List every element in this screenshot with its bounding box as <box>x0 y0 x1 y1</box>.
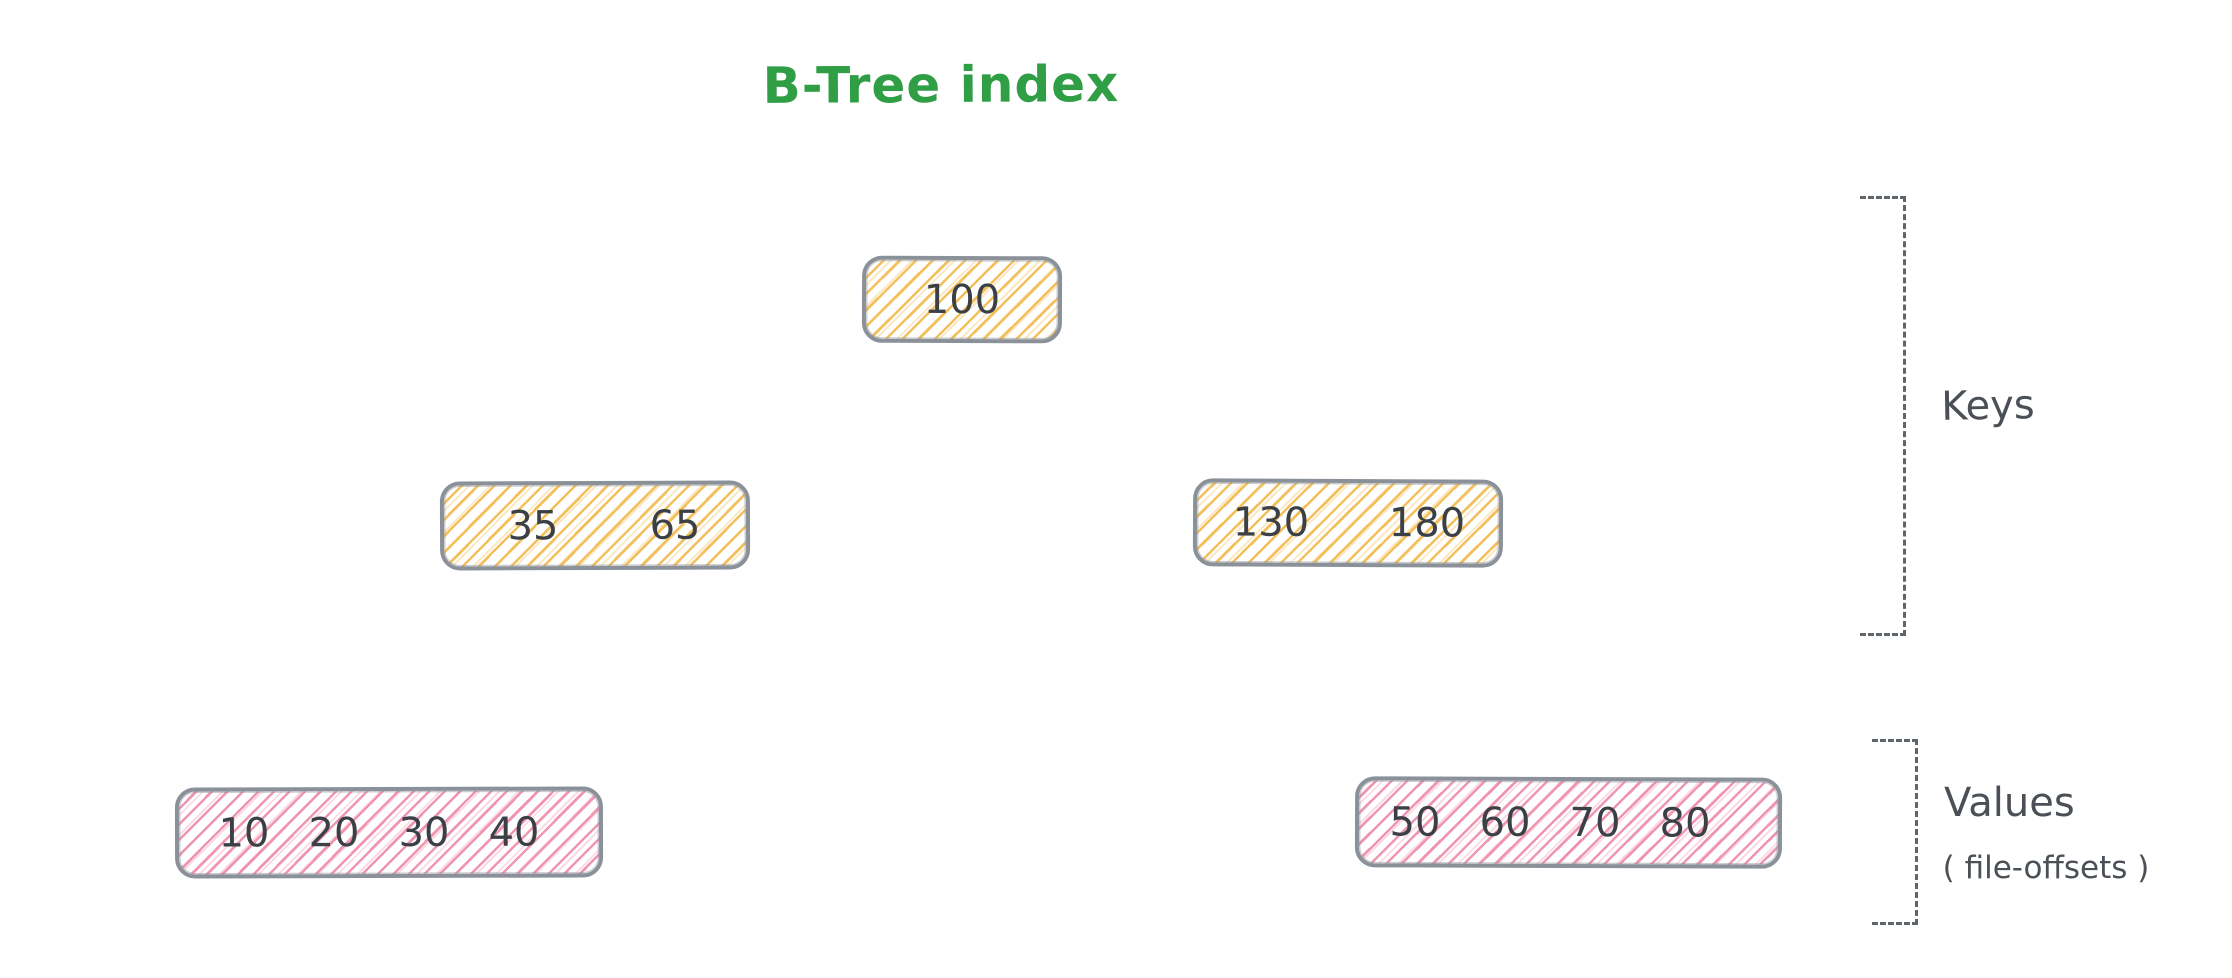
leaf-value: 20 <box>308 809 360 856</box>
btree-leaf-node-right: 50 60 70 80 <box>1354 776 1783 869</box>
keys-bracket <box>1860 196 1906 636</box>
key-value: 65 <box>649 502 701 549</box>
values-bracket <box>1872 739 1918 925</box>
leaf-value: 60 <box>1479 799 1531 846</box>
keys-label: Keys <box>1940 382 2036 430</box>
diagram-title: B-Tree index <box>762 55 1120 115</box>
values-label: Values <box>1944 780 2075 826</box>
leaf-value: 50 <box>1389 798 1441 846</box>
key-value: 130 <box>1232 499 1310 546</box>
leaf-value: 40 <box>488 809 540 856</box>
key-value: 35 <box>507 502 559 549</box>
btree-root-node: 100 <box>861 255 1063 344</box>
leaf-value: 10 <box>218 809 270 856</box>
btree-leaf-node-left: 10 20 30 40 <box>174 786 604 879</box>
btree-internal-node-right: 130 180 <box>1192 478 1504 568</box>
leaf-value: 80 <box>1659 799 1711 846</box>
key-value: 180 <box>1388 500 1466 547</box>
key-value: 100 <box>923 276 1001 323</box>
leaf-value: 70 <box>1569 799 1621 846</box>
leaf-value: 30 <box>398 809 450 856</box>
btree-internal-node-left: 35 65 <box>439 480 751 571</box>
values-sublabel: ( file-offsets ) <box>1942 850 2150 886</box>
